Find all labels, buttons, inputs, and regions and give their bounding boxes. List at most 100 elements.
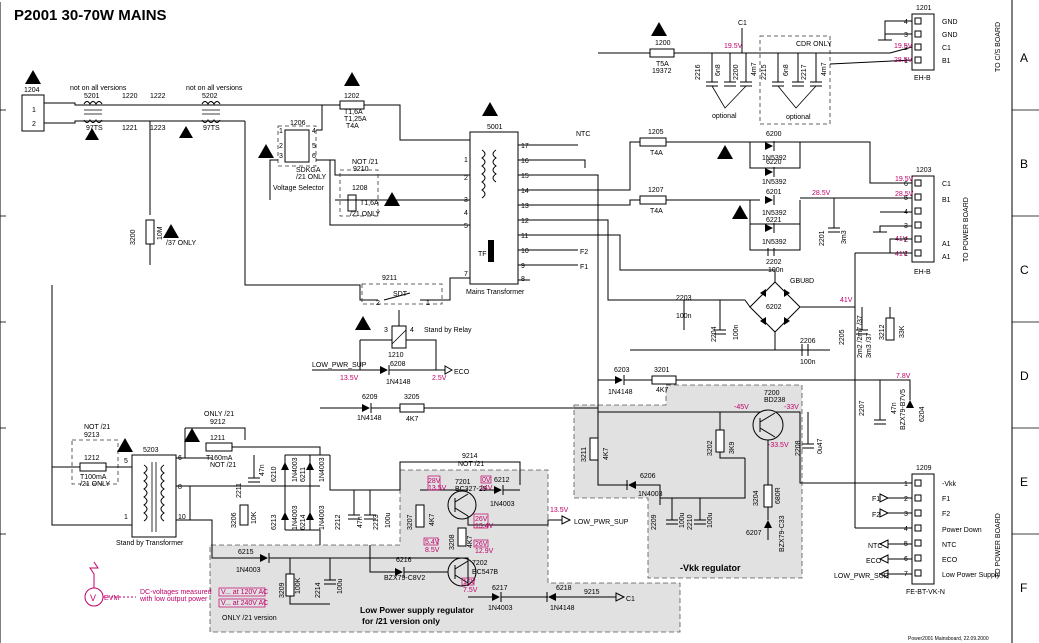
label-f1-tr: F1 bbox=[580, 264, 588, 271]
filter-coil-5202 bbox=[201, 101, 221, 123]
label-2211: 2211 bbox=[236, 483, 243, 498]
label-2204: 2204 bbox=[711, 326, 718, 342]
thermal-fuse bbox=[488, 240, 494, 262]
label-9215: 9215 bbox=[584, 589, 600, 596]
value-2210: 100u bbox=[707, 512, 714, 528]
mains-connector-1204: 1 2 bbox=[21, 94, 45, 132]
label-stand-by-transformer: Stand by Transformer bbox=[116, 540, 184, 547]
evm-legend: V bbox=[84, 561, 136, 607]
svg-text:11: 11 bbox=[521, 233, 528, 240]
diode-6206 bbox=[628, 481, 636, 489]
diode-6220 bbox=[765, 167, 775, 177]
diode-6201 bbox=[749, 195, 801, 225]
label-7202: 7202 bbox=[472, 560, 488, 567]
label-low-power-regulator-2: for /21 version only bbox=[362, 616, 440, 626]
diode-6217 bbox=[492, 593, 500, 601]
svg-text:9: 9 bbox=[521, 263, 525, 270]
pin-1203-b1: B1 bbox=[942, 197, 951, 204]
value-2207: 47n bbox=[891, 402, 898, 414]
svg-text:3: 3 bbox=[904, 511, 908, 518]
pin-ntc: NTC bbox=[942, 542, 956, 549]
voltage-13.5-a: 13.5V bbox=[340, 375, 359, 382]
fuse-1202 bbox=[339, 100, 365, 110]
label-f2-conn: F2 bbox=[872, 512, 880, 519]
warning-icon bbox=[482, 102, 498, 116]
value-2205-a: 2m2 /2m7 /37 bbox=[857, 315, 864, 358]
note-not21-c: NOT /21 bbox=[210, 462, 236, 469]
warning-icon bbox=[163, 224, 179, 238]
voltage-5.4: 5.4V bbox=[425, 539, 440, 546]
pin-power-down: Power Down bbox=[942, 527, 982, 534]
svg-text:8: 8 bbox=[178, 484, 182, 491]
label-to-power-board-2: TO POWER BOARD bbox=[995, 513, 1002, 578]
svg-text:16: 16 bbox=[521, 158, 529, 165]
label-1200: 1200 bbox=[655, 40, 671, 47]
diode-6221 bbox=[765, 223, 775, 233]
label-gbu8d: GBU8D bbox=[790, 278, 814, 285]
svg-text:10: 10 bbox=[521, 248, 529, 255]
label-6207: 6207 bbox=[746, 530, 762, 537]
label-6214: 6214 bbox=[300, 514, 307, 530]
voltage-19.5-c: 19.5V bbox=[895, 176, 914, 183]
row-label-a: A bbox=[1020, 51, 1028, 65]
label-5201: 5201 bbox=[84, 93, 100, 100]
label-2205: 2205 bbox=[839, 329, 846, 345]
warning-icon bbox=[184, 428, 200, 442]
label-1220: 1220 bbox=[122, 93, 138, 100]
label-to-power-board-1: TO POWER BOARD bbox=[963, 197, 970, 262]
svg-text:1: 1 bbox=[32, 107, 36, 114]
warning-icon bbox=[651, 22, 667, 36]
connector-1209 bbox=[911, 473, 935, 585]
row-label-c: C bbox=[1020, 263, 1029, 277]
value-2204: 100n bbox=[733, 324, 740, 340]
pin-gnd-2: GND bbox=[942, 32, 958, 39]
value-6214: 1N4003 bbox=[319, 505, 326, 530]
value-6204: BZX79-B7V5 bbox=[900, 389, 907, 430]
resistor-3202 bbox=[715, 429, 725, 453]
warning-icon bbox=[732, 205, 748, 219]
label-2213: 2213 bbox=[373, 514, 380, 530]
warning-icon bbox=[384, 192, 400, 206]
label-1206: 1206 bbox=[290, 120, 306, 127]
voltage-minus-45: -45V bbox=[734, 404, 749, 411]
label-3204: 3204 bbox=[753, 490, 760, 506]
value-1211: T160mA bbox=[206, 455, 233, 462]
label-6217: 6217 bbox=[492, 585, 508, 592]
label-1204: 1204 bbox=[24, 87, 40, 94]
label-1221: 1221 bbox=[122, 125, 138, 132]
pin-gnd-1: GND bbox=[942, 19, 958, 26]
svg-text:1: 1 bbox=[279, 128, 283, 135]
value-6200: 1N5392 bbox=[762, 155, 787, 162]
value-6221: 1N5392 bbox=[762, 239, 787, 246]
svg-text:4: 4 bbox=[312, 128, 316, 135]
label-fe-bt-vk-n: FE-BT-VK-N bbox=[906, 589, 945, 596]
label-eco-conn: ECO bbox=[866, 558, 882, 565]
fuse-1212 bbox=[79, 462, 107, 472]
value-6209: 1N4148 bbox=[357, 415, 382, 422]
label-f2-tr: F2 bbox=[580, 249, 588, 256]
value-2206: 100n bbox=[800, 359, 816, 366]
transistor-7201 bbox=[447, 490, 477, 520]
label-2209: 2209 bbox=[651, 514, 658, 530]
label-1210: 1210 bbox=[388, 352, 404, 359]
svg-text:V: V bbox=[90, 593, 96, 603]
label-ehb-1: EH-B bbox=[914, 75, 931, 82]
label-eco-1: ECO bbox=[454, 369, 470, 376]
pin-sdt-1: 1 bbox=[426, 300, 430, 307]
value-6218: 1N4148 bbox=[550, 605, 575, 612]
label-1222: 1222 bbox=[150, 93, 166, 100]
connector-1201 bbox=[911, 13, 935, 71]
value-1202-a: T1,6A bbox=[344, 109, 363, 116]
label-1203: 1203 bbox=[916, 167, 932, 174]
svg-text:2: 2 bbox=[32, 121, 36, 128]
value-3211: 4K7 bbox=[603, 447, 610, 460]
svg-text:6: 6 bbox=[904, 181, 908, 188]
note-only21-d: ONLY /21 bbox=[204, 411, 234, 418]
label-1223: 1223 bbox=[150, 125, 166, 132]
label-voltage-selector: Voltage Selector bbox=[273, 185, 325, 192]
capacitors-2216-2200 bbox=[706, 53, 752, 109]
label-6221: 6221 bbox=[766, 217, 782, 224]
value-2203: 100n bbox=[676, 313, 692, 320]
